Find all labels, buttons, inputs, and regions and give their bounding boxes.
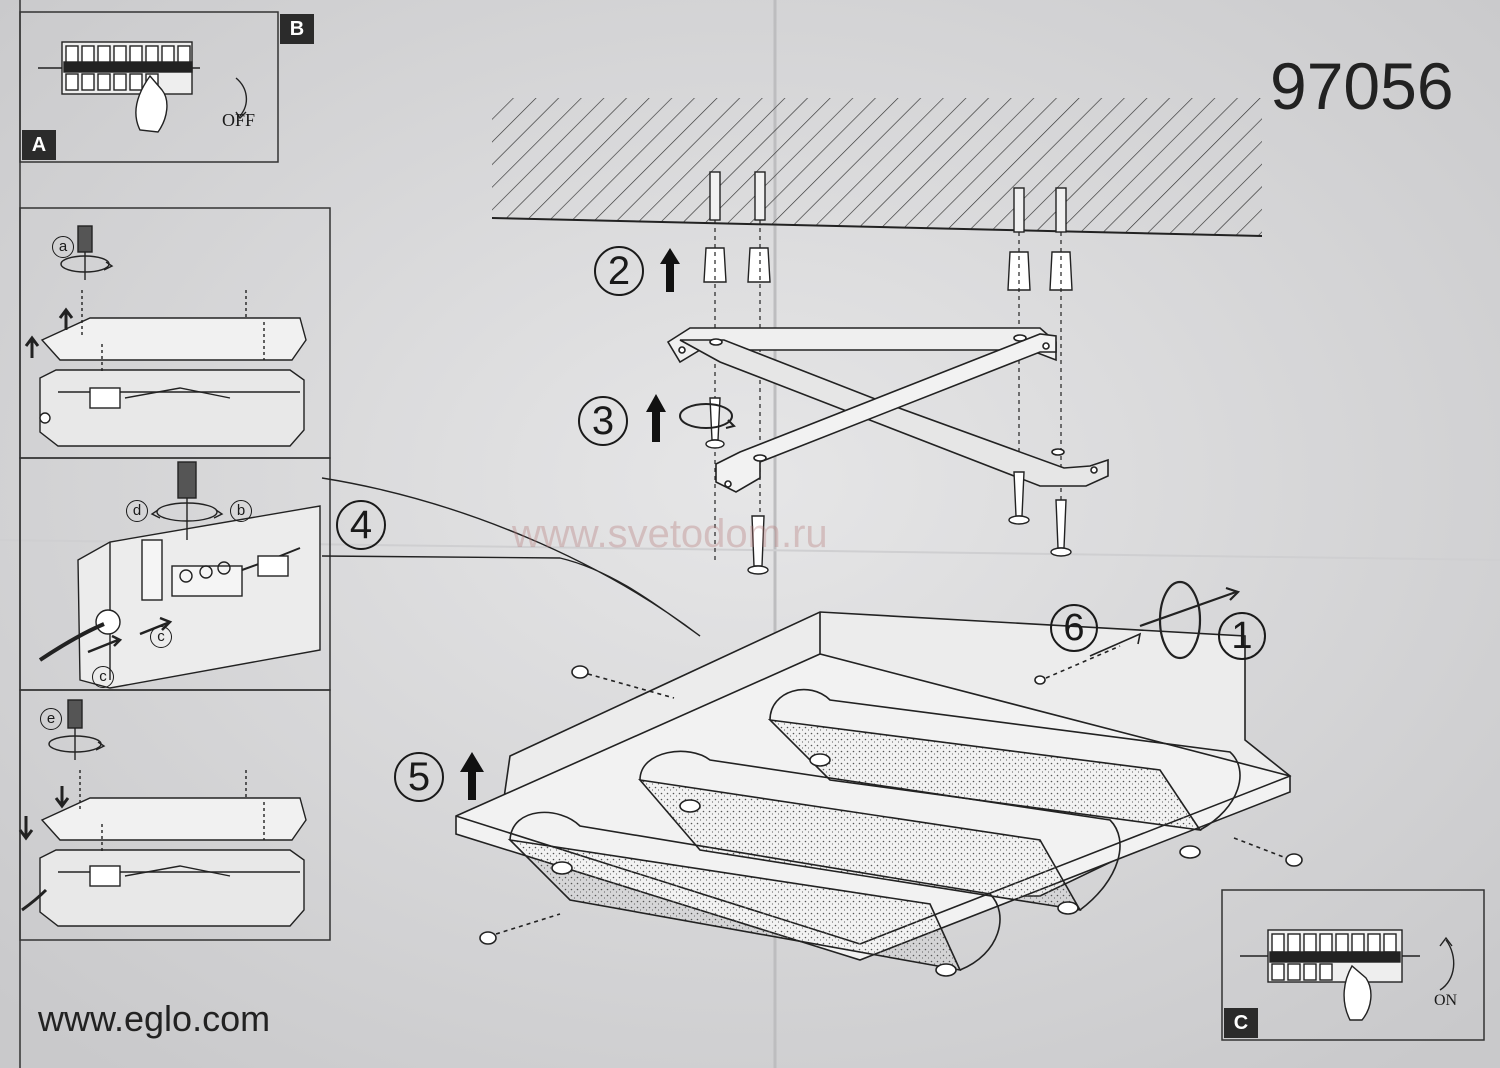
panel-tag-a: A — [22, 130, 56, 160]
step-5-marker: 5 — [394, 752, 444, 802]
step-1-marker: 1 — [1218, 612, 1266, 660]
wiring-diagram — [38, 461, 321, 689]
sub-step-c-2: c — [92, 666, 114, 688]
step-4-marker: 4 — [336, 500, 386, 550]
sub-step-e: e — [40, 708, 62, 730]
off-label: OFF — [222, 110, 256, 130]
rotate-screw-icon — [679, 403, 736, 429]
left-column-frame — [19, 0, 331, 1068]
sub-step-d: d — [126, 500, 148, 522]
sub-step-a: a — [52, 236, 74, 258]
up-arrow-icons — [460, 248, 680, 800]
breaker-off-diagram — [38, 41, 247, 133]
terminal-box-open-diagram — [24, 225, 307, 447]
step-3-marker: 3 — [578, 396, 628, 446]
breaker-on-diagram — [1240, 929, 1455, 1021]
lamp-fixture-diagram — [455, 611, 1303, 977]
panel-tag-c: C — [1224, 1008, 1258, 1038]
rotate-arrows-icon — [1139, 580, 1241, 660]
on-label: ON — [1434, 992, 1458, 1009]
website-url: www.eglo.com — [38, 998, 271, 1039]
sub-step-c-1: c — [150, 626, 172, 648]
step-2-marker: 2 — [594, 246, 644, 296]
panel-tag-b: B — [280, 14, 314, 44]
bracket-screws — [705, 397, 1072, 575]
model-number: 97056 — [1270, 49, 1454, 123]
step-6-marker: 6 — [1050, 604, 1098, 652]
sub-step-b: b — [230, 500, 252, 522]
ceiling-diagram — [491, 98, 1263, 560]
cross-bracket-diagram — [666, 327, 1109, 493]
terminal-box-close-diagram — [18, 699, 307, 927]
watermark: www.svetodom.ru — [512, 512, 828, 556]
wiring-leader-lines — [321, 477, 701, 637]
